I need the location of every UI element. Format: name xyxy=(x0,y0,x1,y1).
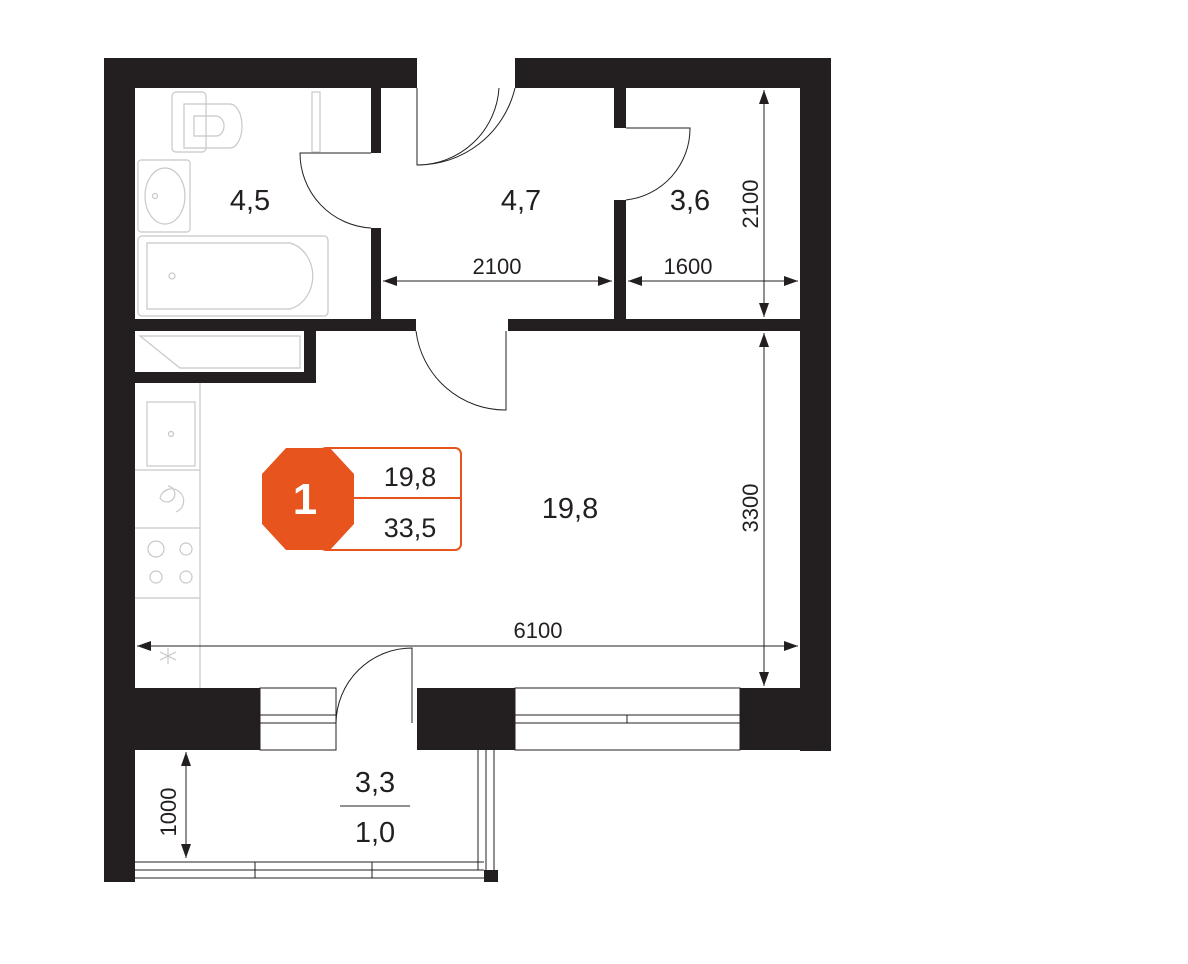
badge-total-area: 33,5 xyxy=(384,513,437,543)
total-width-label: 6100 xyxy=(514,618,563,643)
toilet-icon xyxy=(183,103,243,149)
sink-icon xyxy=(137,159,191,233)
hall-area: 4,7 xyxy=(501,185,541,217)
storage-width-label: 1600 xyxy=(664,254,713,279)
hall-width-label: 2100 xyxy=(473,254,522,279)
stove-icon xyxy=(147,540,165,558)
bathtub-icon xyxy=(137,235,329,317)
kitchen-fixtures xyxy=(135,383,201,688)
dishwasher-icon xyxy=(159,485,185,513)
storage-area: 3,6 xyxy=(670,185,710,217)
apartment-badge: 1 19,8 33,5 xyxy=(262,447,462,551)
balcony-coefficient: 1,0 xyxy=(355,817,395,849)
rooms-count-hexagon xyxy=(262,448,354,550)
niche-shelf-icon xyxy=(138,335,301,369)
dimension-lines xyxy=(137,90,798,858)
doors xyxy=(299,87,691,724)
windows xyxy=(135,687,741,879)
badge-living-area: 19,8 xyxy=(384,462,437,492)
rooms-count: 1 xyxy=(293,475,317,524)
bathroom-fixtures xyxy=(137,91,329,369)
fridge-icon xyxy=(159,648,177,664)
balcony-depth-label: 1000 xyxy=(156,788,181,837)
toilet-tank-icon xyxy=(171,91,207,153)
bathroom-area: 4,5 xyxy=(230,185,270,217)
balcony-area: 3,3 xyxy=(355,767,395,799)
kitchen-sink-icon xyxy=(146,401,196,467)
walls xyxy=(104,58,831,882)
living-room-area: 19,8 xyxy=(542,493,598,525)
storage-height-label: 2100 xyxy=(738,180,763,229)
living-height-label: 3300 xyxy=(738,484,763,533)
